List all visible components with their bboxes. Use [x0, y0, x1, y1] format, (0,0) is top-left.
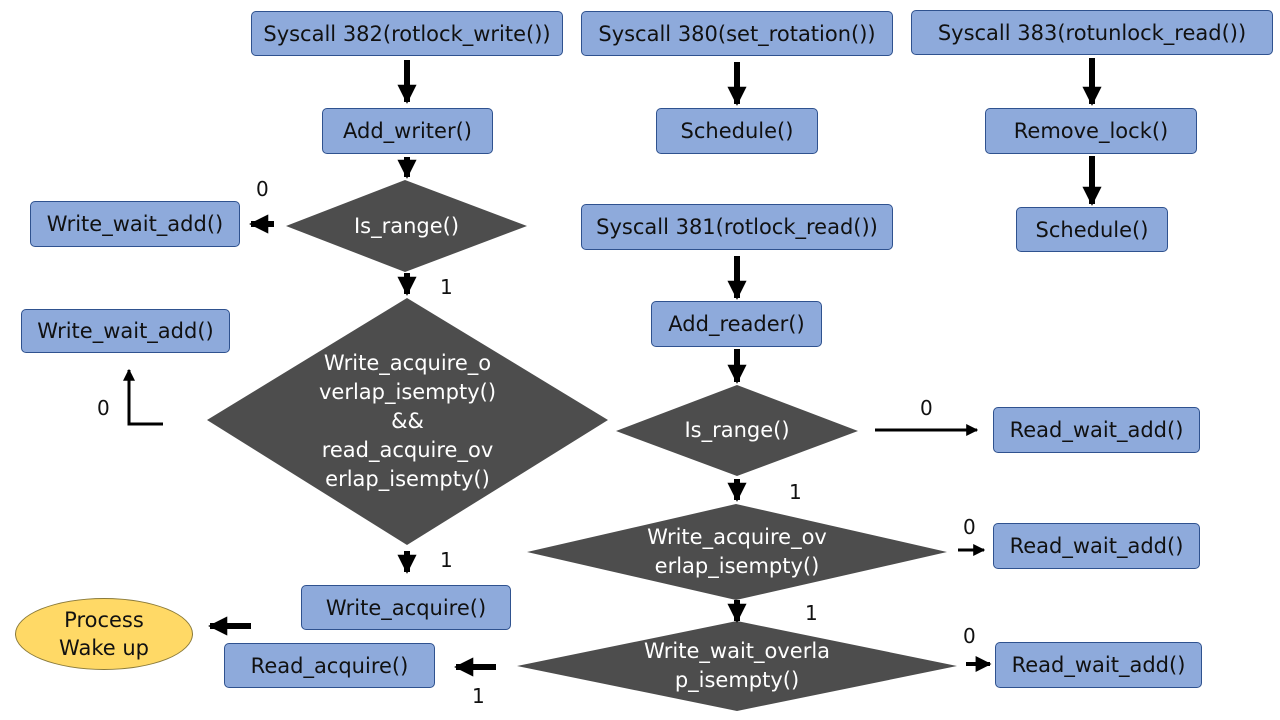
- decision-write-acquire-overlap-shape: [527, 504, 947, 600]
- read-wait-add-box-1: Read_wait_add(): [993, 407, 1200, 453]
- decision-write-overlap-check-shape: [207, 298, 608, 545]
- branch-label: 0: [256, 177, 269, 201]
- branch-label: 0: [920, 396, 933, 420]
- syscall-382-box: Syscall 382(rotlock_write()): [251, 11, 563, 56]
- read-acquire-box: Read_acquire(): [224, 643, 435, 688]
- schedule-box-2: Schedule(): [1016, 207, 1168, 252]
- write-acquire-box: Write_acquire(): [301, 585, 511, 630]
- schedule-box-1: Schedule(): [656, 108, 818, 154]
- add-writer-box: Add_writer(): [322, 108, 493, 154]
- decision-write-acquire-overlap: Write_acquire_ov erlap_isempty(): [647, 525, 827, 578]
- branch-label: 0: [97, 396, 110, 420]
- syscall-380-box: Syscall 380(set_rotation()): [581, 11, 893, 56]
- syscall-381-box: Syscall 381(rotlock_read()): [581, 204, 893, 250]
- decision-is-range-write-shape: [286, 180, 527, 272]
- decision-write-wait-overlap: Write_wait_overla p_isempty(): [643, 639, 831, 692]
- branch-label: 0: [963, 515, 976, 539]
- read-wait-add-box-3: Read_wait_add(): [995, 642, 1202, 688]
- write-wait-add-box-2: Write_wait_add(): [21, 309, 230, 353]
- decision-is-range-write: Is_range(): [353, 213, 460, 238]
- decision-write-wait-overlap-shape: [517, 621, 957, 711]
- process-wake-up-terminal: Process Wake up: [15, 598, 193, 670]
- branch-label: 1: [440, 548, 453, 572]
- syscall-383-box: Syscall 383(rotunlock_read()): [911, 10, 1273, 55]
- connector: [123, 368, 163, 426]
- decision-write-overlap-check: Write_acquire_o verlap_isempty() && read…: [318, 351, 497, 491]
- write-wait-add-box-1: Write_wait_add(): [30, 201, 240, 247]
- branch-label: 1: [440, 275, 453, 299]
- branch-label: 1: [472, 684, 485, 708]
- decision-is-range-read: Is_range(): [684, 418, 790, 442]
- branch-label: 0: [963, 624, 976, 648]
- remove-lock-box: Remove_lock(): [985, 108, 1197, 154]
- read-wait-add-box-2: Read_wait_add(): [993, 523, 1200, 569]
- branch-label: 1: [805, 601, 818, 625]
- decision-is-range-read-shape: [616, 385, 858, 476]
- add-reader-box: Add_reader(): [651, 301, 822, 347]
- branch-label: 1: [789, 480, 802, 504]
